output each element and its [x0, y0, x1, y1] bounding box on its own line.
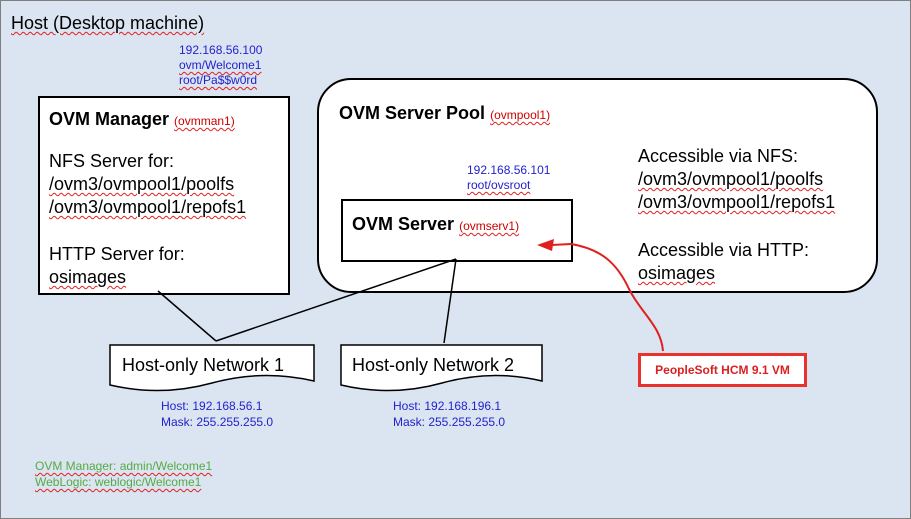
link-manager-net1 [157, 290, 217, 342]
pool-nfs-heading: Accessible via NFS: [638, 146, 799, 166]
vm-label: PeopleSoft HCM 9.1 VM [655, 363, 790, 377]
manager-nfs-heading: NFS Server for: [49, 151, 175, 171]
manager-title: OVM Manager (ovmman1) [49, 108, 235, 132]
host-ip: 192.168.56.100 [179, 43, 263, 57]
manager-nfs-path: /ovm3/ovmpool1/repofs1 [49, 197, 247, 217]
pool-title: OVM Server Pool (ovmpool1) [339, 102, 550, 126]
network-2-shape [340, 344, 543, 392]
network-1-shape [109, 344, 315, 392]
server-cred: root/ovsroot [467, 178, 531, 192]
manager-name: OVM Manager [49, 109, 170, 129]
server-name: OVM Server [352, 214, 455, 234]
network-1-mask: Mask: 255.255.255.0 [161, 415, 274, 429]
ovm-server-box [341, 199, 573, 262]
server-title: OVM Server (ovmserv1) [352, 213, 519, 237]
ovm-manager-box [38, 96, 290, 295]
network-2-name: Host-only Network 2 [352, 355, 515, 375]
pool-nfs-path: /ovm3/ovmpool1/poolfs [638, 169, 824, 189]
link-server-net1 [215, 258, 457, 342]
server-ip: 192.168.56.101 [467, 163, 551, 177]
manager-http-item: osimages [49, 267, 127, 287]
network-2-host: Host: 192.168.196.1 [393, 399, 502, 413]
manager-nfs-path: /ovm3/ovmpool1/poolfs [49, 174, 235, 194]
cred-weblogic: WebLogic: weblogic/Welcome1 [35, 475, 202, 489]
manager-tag: (ovmman1) [174, 114, 235, 128]
manager-http-heading: HTTP Server for: [49, 244, 185, 264]
link-server-net2 [443, 258, 457, 344]
pool-http-heading: Accessible via HTTP: [638, 240, 810, 260]
vm-arrow [570, 243, 664, 352]
host-cred-ovm: ovm/Welcome1 [179, 58, 262, 72]
vm-arrow-stem [551, 243, 572, 246]
host-title: Host (Desktop machine) [11, 13, 205, 33]
peoplesoft-vm-box: PeopleSoft HCM 9.1 VM [638, 353, 807, 387]
server-tag: (ovmserv1) [459, 219, 520, 233]
network-1-host: Host: 192.168.56.1 [161, 399, 263, 413]
pool-nfs-path: /ovm3/ovmpool1/repofs1 [638, 192, 836, 212]
server-pool-box [317, 78, 878, 293]
pool-name: OVM Server Pool [339, 103, 486, 123]
network-1-name: Host-only Network 1 [122, 355, 285, 375]
pool-tag: (ovmpool1) [490, 108, 551, 122]
network-2-mask: Mask: 255.255.255.0 [393, 415, 506, 429]
cred-ovm-manager: OVM Manager: admin/Welcome1 [35, 459, 213, 473]
host-cred-root: root/Pa$$w0rd [179, 73, 258, 87]
pool-http-item: osimages [638, 263, 716, 283]
vm-arrow-head [537, 239, 554, 251]
